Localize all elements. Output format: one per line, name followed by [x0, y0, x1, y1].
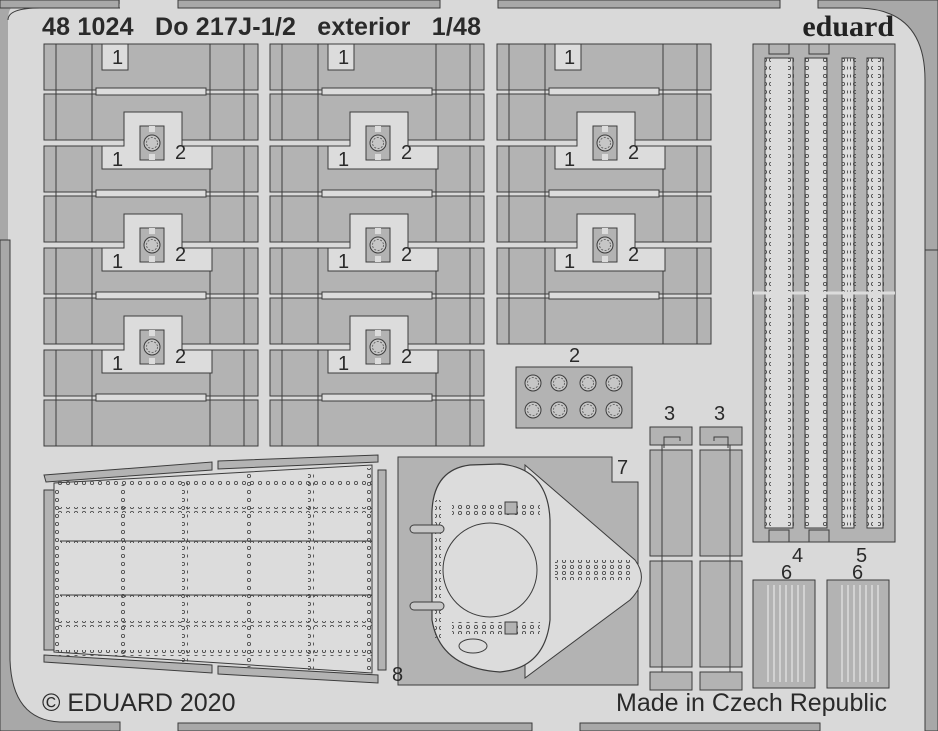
part-label-5: 5 [856, 545, 868, 567]
part-2-fastener-sheet [515, 366, 633, 429]
part-label-1: 1 [564, 47, 576, 69]
product-subject: exterior [317, 13, 411, 41]
brand-logo: eduard [802, 10, 894, 43]
part-label-1: 1 [564, 251, 576, 273]
part-label-2: 2 [401, 346, 413, 368]
part-label-7: 7 [617, 457, 629, 479]
part-label-1: 1 [338, 251, 350, 273]
part-label-2: 2 [175, 346, 187, 368]
part-3-strips [649, 426, 743, 691]
product-scale: 1/48 [431, 13, 482, 41]
part-label-1: 1 [338, 149, 350, 171]
part-label-2: 2 [175, 142, 187, 164]
product-name: Do 217J-1/2 [154, 13, 297, 41]
part-label-2: 2 [569, 345, 581, 367]
part-label-2: 2 [628, 142, 640, 164]
origin-text: Made in Czech Republic [616, 689, 887, 717]
part-label-6: 6 [781, 562, 793, 584]
part-label-2: 2 [401, 142, 413, 164]
part-label-2: 2 [175, 244, 187, 266]
part-label-1: 1 [564, 149, 576, 171]
part-label-2: 2 [401, 244, 413, 266]
part-8-panel [43, 454, 387, 684]
part-label-3: 3 [664, 403, 676, 425]
part-label-4: 4 [792, 545, 804, 567]
part-label-1: 1 [112, 353, 124, 375]
part-4-5-strips [752, 43, 896, 543]
part-label-1: 1 [112, 47, 124, 69]
product-code: 48 1024 [42, 13, 134, 41]
part-label-1: 1 [112, 251, 124, 273]
part-label-8: 8 [392, 664, 404, 686]
part-6-grilles [752, 579, 890, 689]
part-label-6: 6 [852, 562, 864, 584]
part-label-1: 1 [338, 47, 350, 69]
copyright-text: © EDUARD 2020 [42, 689, 236, 717]
part-label-3: 3 [714, 403, 726, 425]
part-label-2: 2 [628, 244, 640, 266]
part-7-hatch [397, 456, 642, 686]
part-label-1: 1 [338, 353, 350, 375]
fret-title: 48 1024 Do 217J-1/2 exterior 1/48 [42, 15, 495, 40]
part-label-1: 1 [112, 149, 124, 171]
